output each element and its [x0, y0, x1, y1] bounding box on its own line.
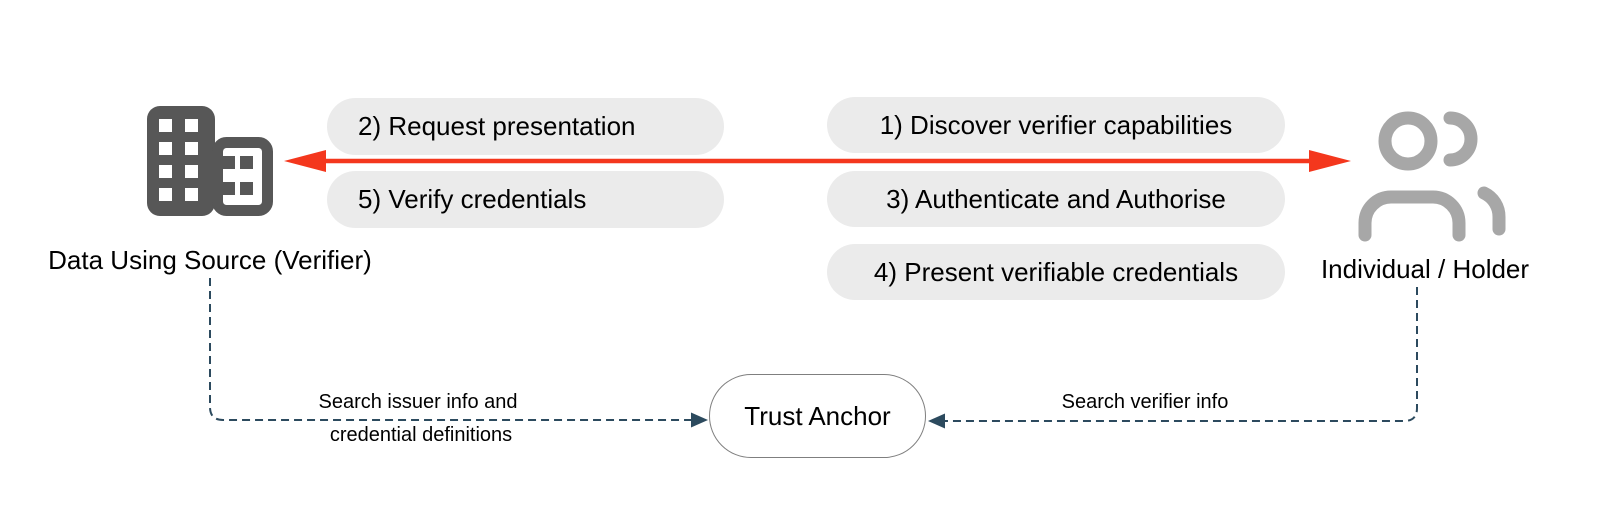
step-pill-label: 1) Discover verifier capabilities — [879, 109, 1233, 140]
step-pill-label: 2) Request presentation — [358, 111, 636, 141]
person-body — [1358, 190, 1466, 242]
step-pill-verify-credentials: 5) Verify credentials — [327, 171, 724, 228]
arrowhead-into-trust-anchor-right — [928, 413, 945, 429]
step-pill-label: 3) Authenticate and Authorise — [886, 183, 1226, 214]
arrowhead-into-trust-anchor-left — [691, 412, 708, 428]
second-person-body — [1477, 186, 1506, 236]
search-verifier-info-label: Search verifier info — [1061, 391, 1229, 413]
trust-anchor-label: Trust Anchor — [744, 400, 891, 431]
trust-anchor-node: Trust Anchor — [709, 374, 926, 458]
search-issuer-info-label-line1: Search issuer info and — [318, 391, 518, 413]
step-pill-discover-capabilities: 1) Discover verifier capabilities — [827, 97, 1285, 153]
step-pill-request-presentation: 2) Request presentation — [327, 98, 724, 155]
step-pill-label: 4) Present verifiable credentials — [873, 256, 1239, 287]
holder-label: Individual / Holder — [1320, 254, 1530, 284]
search-issuer-info-label-line2: credential definitions — [329, 424, 513, 446]
person-head — [1378, 111, 1438, 171]
red-arrowhead-left — [284, 150, 326, 172]
step-pill-present-credentials: 4) Present verifiable credentials — [827, 244, 1285, 300]
second-person-head — [1443, 111, 1478, 167]
verifier-label: Data Using Source (Verifier) — [48, 245, 372, 275]
step-pill-label: 5) Verify credentials — [358, 184, 587, 214]
people-icon — [1358, 111, 1506, 242]
double-arrow-icon — [284, 150, 1351, 172]
step-pill-authenticate-authorise: 3) Authenticate and Authorise — [827, 171, 1285, 227]
red-arrowhead-right — [1309, 150, 1351, 172]
building-icon — [147, 106, 273, 216]
